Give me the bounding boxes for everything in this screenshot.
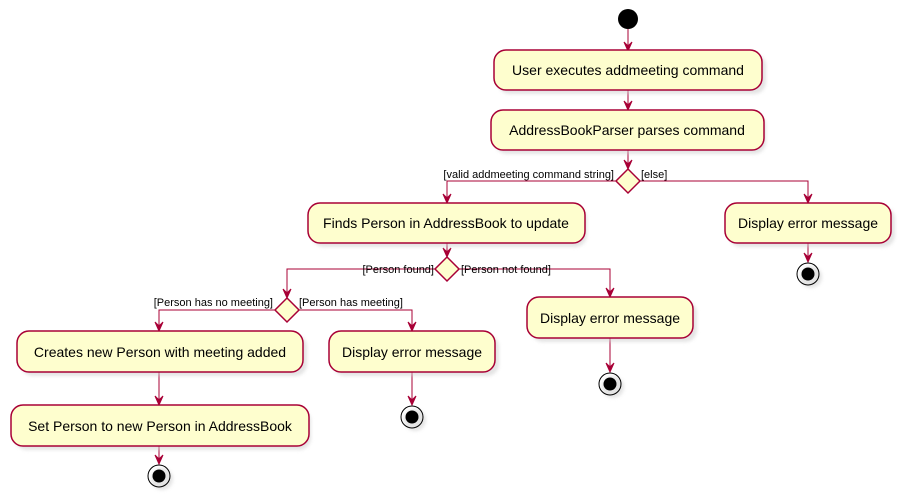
arrowhead — [623, 159, 633, 171]
guard-valid-command: [valid addmeeting command string] — [443, 169, 614, 181]
end-node-set-person — [147, 464, 173, 490]
guard-else: [else] — [641, 169, 667, 181]
action-user-executes-label: User executes addmeeting command — [512, 62, 744, 78]
edge-decision-meeting-to-creates-person — [158, 309, 275, 331]
action-error-not-found-label: Display error message — [540, 310, 680, 326]
action-parser-parses: AddressBookParser parses command — [490, 109, 766, 154]
action-error-has-meeting-label: Display error message — [342, 344, 482, 360]
arrowhead — [407, 395, 417, 407]
edge-decision-command-to-finds-person — [446, 180, 616, 203]
arrowhead — [623, 41, 633, 53]
arrowhead — [407, 321, 417, 333]
action-creates-person: Creates new Person with meeting added — [16, 330, 307, 376]
action-error-invalid-label: Display error message — [738, 215, 878, 231]
end-node-error-has-meeting — [400, 405, 426, 431]
end-node-error-invalid — [796, 262, 822, 288]
start-node — [618, 9, 638, 29]
arrowhead — [154, 395, 164, 407]
guard-no-meeting: [Person has no meeting] — [154, 297, 273, 309]
arrowhead — [442, 193, 452, 205]
end-node-error-not-found — [598, 372, 624, 398]
action-creates-person-label: Creates new Person with meeting added — [34, 344, 286, 360]
arrowhead — [605, 362, 615, 374]
arrowhead — [442, 247, 452, 259]
edge-decision-found-to-decision-meeting — [286, 268, 435, 298]
guard-person-not-found: [Person not found] — [461, 264, 551, 276]
arrowhead — [623, 100, 633, 112]
arrowhead — [154, 454, 164, 466]
decision-person-found — [433, 255, 461, 283]
action-parser-parses-label: AddressBookParser parses command — [509, 122, 745, 138]
edge-decision-command-to-error-invalid — [640, 180, 809, 203]
arrowhead — [154, 321, 164, 333]
guard-person-found: [Person found] — [362, 264, 434, 276]
arrowhead — [282, 288, 292, 300]
action-finds-person: Finds Person in AddressBook to update — [307, 202, 587, 247]
action-set-person-label: Set Person to new Person in AddressBook — [28, 418, 293, 434]
action-error-not-found: Display error message — [526, 296, 697, 342]
action-error-has-meeting: Display error message — [328, 330, 499, 376]
decision-person-has-meeting — [273, 296, 301, 324]
edge-decision-found-to-error-not-found — [459, 268, 611, 297]
edges — [154, 29, 813, 466]
action-error-invalid: Display error message — [724, 202, 895, 247]
arrowhead — [605, 287, 615, 299]
action-user-executes: User executes addmeeting command — [493, 49, 766, 94]
decision-command-valid — [614, 167, 642, 195]
action-finds-person-label: Finds Person in AddressBook to update — [323, 215, 569, 231]
action-set-person: Set Person to new Person in AddressBook — [10, 404, 311, 450]
guard-has-meeting: [Person has meeting] — [299, 297, 403, 309]
arrowhead — [803, 193, 813, 205]
arrowhead — [803, 252, 813, 264]
edge-decision-meeting-to-error-has-meeting — [299, 309, 413, 331]
